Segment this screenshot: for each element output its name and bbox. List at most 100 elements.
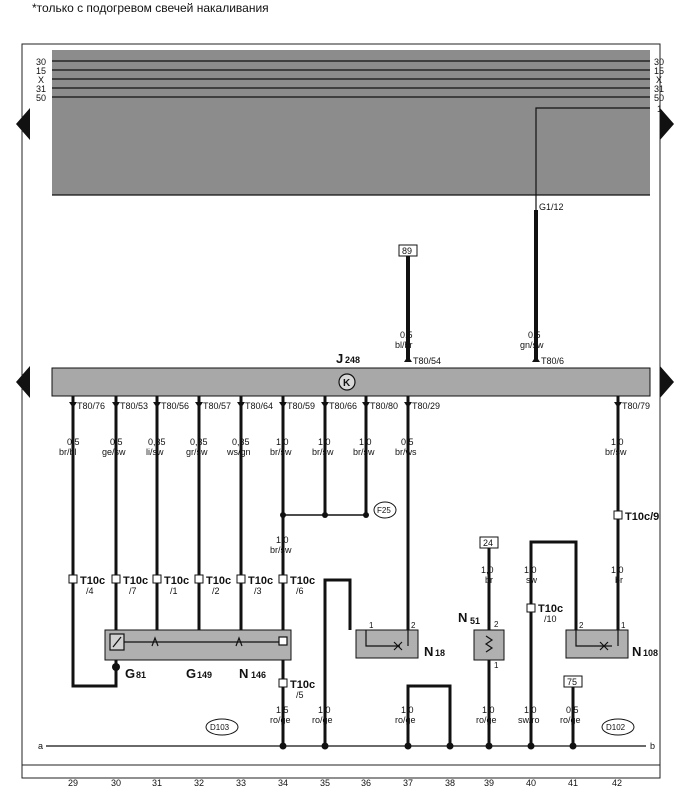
wire-3-size: 0,35 bbox=[148, 437, 166, 447]
svg-text:ro/ge: ro/ge bbox=[476, 715, 497, 725]
wire-10-color: br/sw bbox=[605, 447, 627, 457]
n18-pin1: 1 bbox=[369, 621, 374, 630]
wire-5-size: 0,35 bbox=[232, 437, 250, 447]
ground-junctions bbox=[279, 742, 577, 750]
wire-gn-sw-color: gn/sw bbox=[520, 340, 544, 350]
comp-n108: N bbox=[632, 644, 641, 659]
bus-label-15-left: 15 bbox=[36, 66, 46, 76]
pin-t80-56: T80/56 bbox=[161, 401, 189, 411]
track-29: 29 bbox=[68, 778, 78, 788]
track-36: 36 bbox=[361, 778, 371, 788]
comp-g81: G bbox=[125, 666, 135, 681]
t10c10-marker bbox=[526, 603, 536, 613]
connector-d102 bbox=[601, 718, 635, 736]
track-37: 37 bbox=[403, 778, 413, 788]
t10c5-label: T10c bbox=[290, 679, 315, 691]
track-42: 42 bbox=[612, 778, 622, 788]
svg-text:1,0: 1,0 bbox=[401, 705, 414, 715]
svg-text:/1: /1 bbox=[170, 586, 178, 596]
pin-t80-59: T80/59 bbox=[287, 401, 315, 411]
wire-3-color: li/sw bbox=[146, 447, 164, 457]
next-page-arrow-mid[interactable] bbox=[660, 366, 674, 398]
prev-page-arrow-top[interactable] bbox=[16, 108, 30, 140]
comp-n18-sub: 18 bbox=[435, 648, 445, 658]
track-numbers: 29 30 31 32 33 34 35 36 37 38 39 40 41 4… bbox=[68, 778, 622, 788]
pin-label-t80-6: T80/6 bbox=[541, 356, 564, 366]
sensor-block bbox=[104, 629, 292, 661]
wire-7-color: br/sw bbox=[312, 447, 334, 457]
mid-wire-color: br/sw bbox=[270, 545, 292, 555]
track-39: 39 bbox=[484, 778, 494, 788]
relay-n51-symbol bbox=[484, 635, 494, 653]
ecu-number: 248 bbox=[345, 355, 360, 365]
n51-top-size: 1,0 bbox=[481, 565, 494, 575]
n18-pin2: 2 bbox=[411, 621, 416, 630]
svg-text:T10c: T10c bbox=[123, 575, 148, 587]
svg-text:T10c: T10c bbox=[290, 575, 315, 587]
wire-sw-40 bbox=[529, 540, 578, 746]
valve-n108-symbol bbox=[575, 630, 619, 651]
comp-g149-sub: 149 bbox=[197, 670, 212, 680]
terminal-box-75-label: 75 bbox=[567, 677, 577, 687]
pin-t80-66: T80/66 bbox=[329, 401, 357, 411]
svg-text:sw/ro: sw/ro bbox=[518, 715, 540, 725]
svg-text:/2: /2 bbox=[212, 586, 220, 596]
ground-b-label: b bbox=[650, 741, 655, 751]
valve-n18-symbol bbox=[365, 630, 409, 651]
prev-page-arrow-mid[interactable] bbox=[16, 366, 30, 398]
splice-dot-1 bbox=[280, 512, 286, 518]
svg-text:1,0: 1,0 bbox=[524, 705, 537, 715]
wire-9-color: br/ws bbox=[395, 447, 417, 457]
track-34: 34 bbox=[278, 778, 288, 788]
pin-t80-53: T80/53 bbox=[120, 401, 148, 411]
wire-1-color: br/bl bbox=[59, 447, 77, 457]
n108-pin1: 1 bbox=[621, 621, 626, 630]
pin-label-t80-54: T80/54 bbox=[413, 356, 441, 366]
right-mid-size: 1,0 bbox=[611, 565, 624, 575]
right-mid-color: br bbox=[615, 575, 623, 585]
comp-n51-sub: 51 bbox=[470, 616, 480, 626]
relay-n51 bbox=[473, 629, 505, 661]
comp-g81-sub: 81 bbox=[136, 670, 146, 680]
track-32: 32 bbox=[194, 778, 204, 788]
wire-37-38 bbox=[406, 684, 452, 746]
t10c5-marker bbox=[278, 678, 288, 688]
bottom-wire-labels: 1,5 ro/ge 1,0 ro/ge 1,0 ro/ge 1,0 ro/ge … bbox=[270, 705, 581, 725]
bus-label-1-right: 1 bbox=[657, 104, 662, 114]
svg-text:ro/ge: ro/ge bbox=[270, 715, 291, 725]
pin-marker-t80-6 bbox=[532, 356, 540, 362]
g81-junction bbox=[112, 663, 120, 671]
ecu-badge bbox=[338, 373, 356, 391]
wire-gn-sw-size: 0,5 bbox=[528, 330, 541, 340]
ecu-badge-label: K bbox=[343, 378, 351, 389]
bus-label-x-right: X bbox=[656, 75, 662, 85]
n51-pin2: 2 bbox=[494, 620, 499, 629]
svg-text:/6: /6 bbox=[296, 586, 304, 596]
fuse-f25-marker bbox=[373, 501, 397, 519]
comp-n108-sub: 108 bbox=[643, 648, 658, 658]
ecu-name: J bbox=[336, 351, 343, 366]
splice-dot-2 bbox=[322, 512, 328, 518]
fuse-f25-label: F25 bbox=[377, 506, 391, 515]
wire-5-color: ws/gn bbox=[226, 447, 251, 457]
track-38: 38 bbox=[445, 778, 455, 788]
svg-text:T10c: T10c bbox=[206, 575, 231, 587]
wire-bl-br-size: 0,5 bbox=[400, 330, 413, 340]
pin-marker-t80-54 bbox=[404, 356, 412, 362]
next-page-arrow-top[interactable] bbox=[660, 108, 674, 140]
t10c5-sub: /5 bbox=[296, 690, 304, 700]
t10c9-label: T10c/9 bbox=[625, 511, 659, 523]
wire-4-size: 0,35 bbox=[190, 437, 208, 447]
svg-text:1,5: 1,5 bbox=[276, 705, 289, 715]
ecu-output-pins: T80/76 T80/53 T80/56 T80/57 T80/64 T80/5… bbox=[77, 401, 650, 411]
track-31: 31 bbox=[152, 778, 162, 788]
t10c10-sub: /10 bbox=[544, 614, 557, 624]
wire-2-size: 0,5 bbox=[110, 437, 123, 447]
svg-text:/7: /7 bbox=[129, 586, 137, 596]
pin-t80-57: T80/57 bbox=[203, 401, 231, 411]
sensor-internal-wiring bbox=[109, 633, 288, 651]
t10c9-marker bbox=[613, 510, 623, 520]
bus-label-50-right: 50 bbox=[654, 93, 664, 103]
pin-t80-79: T80/79 bbox=[622, 401, 650, 411]
